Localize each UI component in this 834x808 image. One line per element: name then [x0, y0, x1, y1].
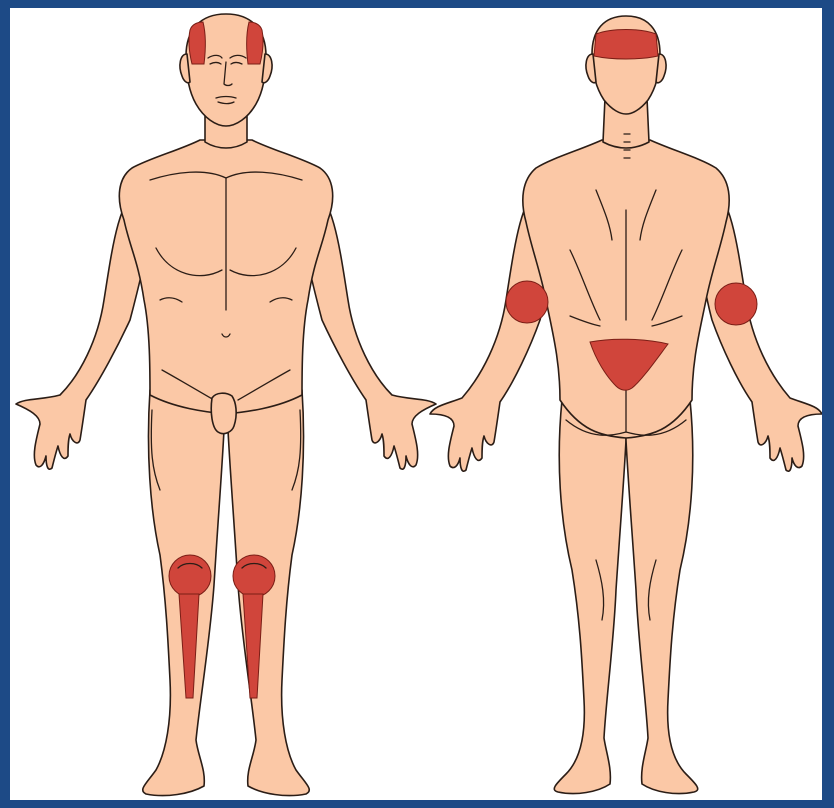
front-left-knee-mark: [169, 555, 211, 597]
back-figure: [430, 16, 822, 794]
back-left-elbow-mark: [506, 281, 548, 323]
back-head-band-mark: [594, 30, 658, 60]
front-right-knee-mark: [233, 555, 275, 597]
back-left-leg: [554, 400, 626, 794]
diagram-frame: [10, 8, 822, 800]
back-right-elbow-mark: [715, 283, 757, 325]
front-right-leg: [228, 390, 309, 796]
front-left-temple-mark: [189, 22, 205, 64]
front-right-temple-mark: [247, 22, 263, 64]
front-figure: [16, 14, 436, 796]
body-map: [10, 8, 822, 800]
back-right-leg: [626, 400, 698, 794]
